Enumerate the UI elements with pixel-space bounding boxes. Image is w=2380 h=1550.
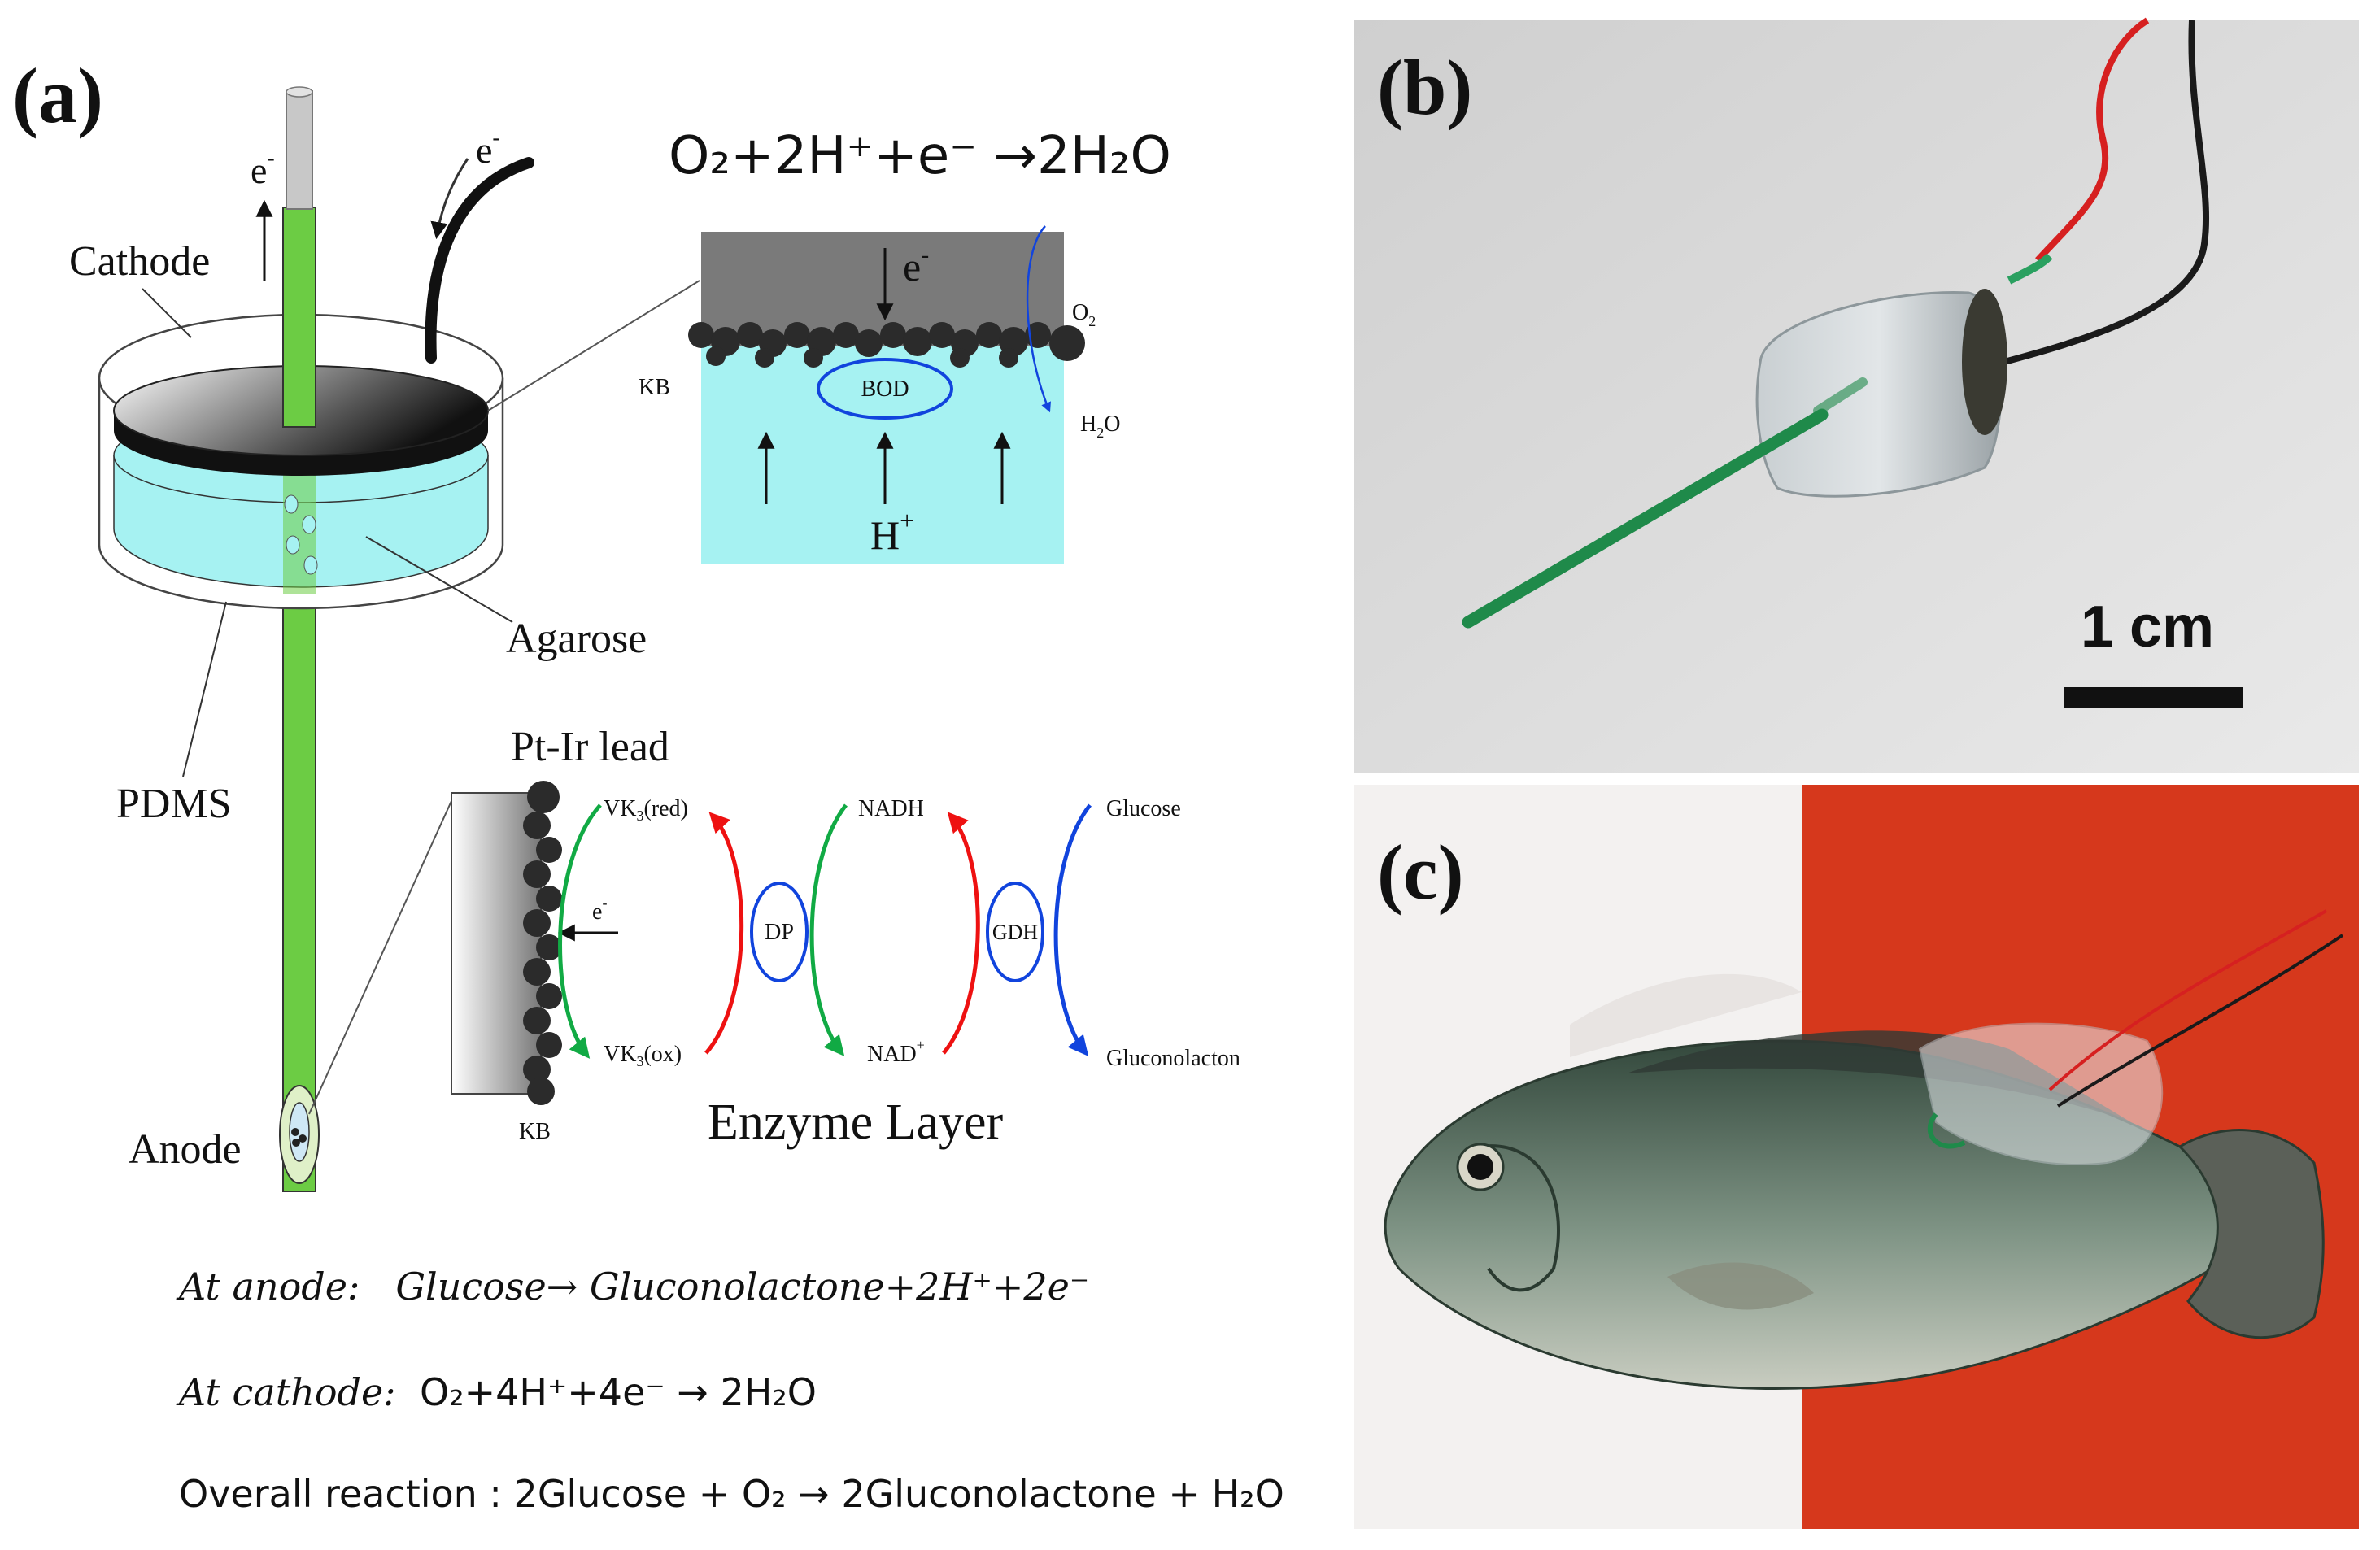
kb-particles-anode	[523, 781, 562, 1105]
dp-enzyme	[750, 882, 809, 982]
dp-label: DP	[765, 920, 794, 945]
enzyme-layer-label: Enzyme Layer	[708, 1095, 1004, 1150]
anode-reaction-equation: Glucose→ Gluconolactone+2H⁺+2e⁻	[395, 1265, 1090, 1308]
scale-bar-label: 1 cm	[2081, 594, 2214, 660]
fish-pectoral-fin	[1667, 1262, 1814, 1310]
panel-c: (c)	[1354, 785, 2359, 1529]
cathode-detail-electrolyte	[701, 346, 1064, 564]
black-wire	[1987, 20, 2209, 369]
panel-a-label: (a)	[12, 52, 103, 139]
cathode-reaction: At cathode: O₂+4H⁺+4e⁻ → 2H₂O	[179, 1370, 817, 1414]
kb-label-cathode: KB	[639, 375, 670, 400]
cathode-wire	[282, 207, 316, 428]
device-probe	[1462, 408, 1829, 629]
electron-label-left: e-	[251, 146, 275, 191]
cathode-detail-electron: e-	[903, 242, 929, 290]
vk3-ox-label: VK3(ox)	[604, 1042, 682, 1069]
pt-ir-lead	[451, 792, 542, 1095]
vk3-arrow	[558, 803, 602, 1059]
scale-bar	[2064, 687, 2243, 708]
o2-label: O2	[1072, 300, 1096, 329]
panel-a: (a) e- e- Cathode Agaro	[12, 52, 1240, 1192]
cathode-detail-electrode	[701, 232, 1064, 346]
h2o-label: H2O	[1080, 411, 1120, 441]
cathode-reaction-label: At cathode:	[179, 1370, 396, 1414]
glucose-label: Glucose	[1106, 796, 1181, 821]
gdh-enzyme	[986, 882, 1044, 982]
anode-reaction-label: At anode:	[179, 1265, 360, 1308]
panel-b: (b) 1 cm	[1354, 17, 2359, 773]
nad-label: NAD+	[867, 1037, 925, 1067]
vk3-red-label: VK3(red)	[604, 796, 688, 824]
bod-enzyme	[817, 358, 953, 420]
cathode-detail-equation: O₂+2H⁺+e⁻ →2H₂O	[669, 126, 1171, 186]
anode-reaction: At anode: Glucose→ Gluconolactone+2H⁺+2e…	[179, 1265, 1089, 1308]
proton-label: H+	[870, 506, 914, 558]
red-wire	[2035, 17, 2150, 263]
cathode-lead	[286, 90, 313, 210]
gluconolacton-label: Gluconolacton	[1106, 1046, 1240, 1071]
overall-reaction: Overall reaction : 2Glucose + O₂ → 2Gluc…	[179, 1472, 1284, 1516]
glucose-blue-arrow	[1053, 803, 1092, 1056]
kb-particles-cathode	[688, 322, 1085, 368]
nadh-label: NADH	[858, 796, 924, 821]
pt-ir-lead-label: Pt-Ir lead	[511, 724, 669, 770]
gdh-label: GDH	[992, 921, 1039, 944]
fish-tail	[2177, 1129, 2325, 1339]
kb-label-anode: KB	[519, 1119, 551, 1144]
cathode-reaction-equation: O₂+4H⁺+4e⁻ → 2H₂O	[419, 1370, 817, 1414]
bod-label: BOD	[861, 377, 909, 402]
panel-b-label: (b)	[1377, 44, 1472, 131]
device-capsule	[1755, 291, 2003, 498]
panel-c-label: (c)	[1377, 829, 1464, 916]
fish-attached-device	[1918, 1022, 2164, 1165]
dp-red-arrow	[704, 812, 744, 1055]
anode-detail: Pt-Ir lead KB e- VK3(red) VK3(ox) DP NA	[451, 724, 1240, 1150]
gdh-red-arrow	[942, 812, 980, 1055]
cathode-black-wire	[425, 157, 534, 364]
anode-label: Anode	[129, 1126, 242, 1173]
pdms-label: PDMS	[116, 781, 232, 827]
anode-electron-label: e-	[592, 895, 607, 925]
cathode-label: Cathode	[69, 238, 210, 285]
agarose-label: Agarose	[506, 616, 647, 662]
electron-label-right: e-	[476, 125, 500, 171]
cathode-detail: e- O2 H2O KB BOD H+	[639, 225, 1120, 564]
nadh-green-arrow	[809, 803, 848, 1056]
